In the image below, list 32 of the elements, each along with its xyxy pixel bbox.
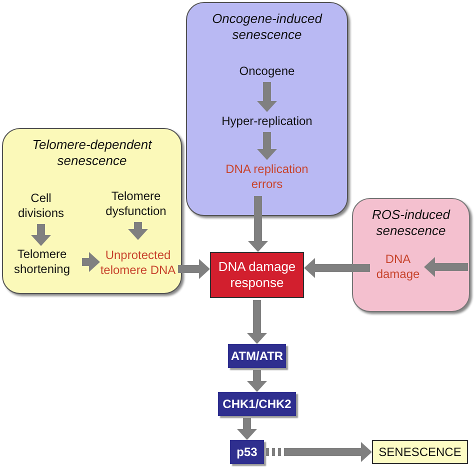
step-label: DNA replication errors [212,160,322,194]
step-label: Telomere shortening [4,246,80,278]
step-label: Hyper-replication [206,112,328,130]
group-title: Oncogene-induced senescence [211,11,324,43]
process-box: p53 [230,440,264,464]
process-box: DNA damage response [210,252,304,298]
group-panel [352,198,470,312]
step-label: Oncogene [222,62,312,80]
arrow [247,370,267,392]
arrow [237,418,257,440]
outcome-box: SENESCENCE [372,440,468,464]
group-title: ROS-induced senescence [370,207,452,239]
arrow [247,300,267,344]
arrow [128,222,148,240]
arrow [424,257,468,277]
arrow [304,258,370,278]
group-panel [2,128,182,294]
step-label: Unprotected telomere DNA [100,240,176,286]
process-box: ATM/ATR [228,344,286,368]
group-title: Telomere-dependent senescence [31,137,154,169]
arrow [82,252,100,272]
arrow [31,224,51,246]
process-box: CHK1/CHK2 [218,392,296,416]
step-label: Cell divisions [6,190,76,222]
arrow [257,132,277,160]
arrow [248,196,268,252]
arrow [266,442,372,462]
arrow [178,259,210,279]
step-label: Telomere dysfunction [94,188,178,220]
arrow [257,82,277,112]
step-label: DNA damage [372,250,424,284]
group-panel [186,2,348,216]
